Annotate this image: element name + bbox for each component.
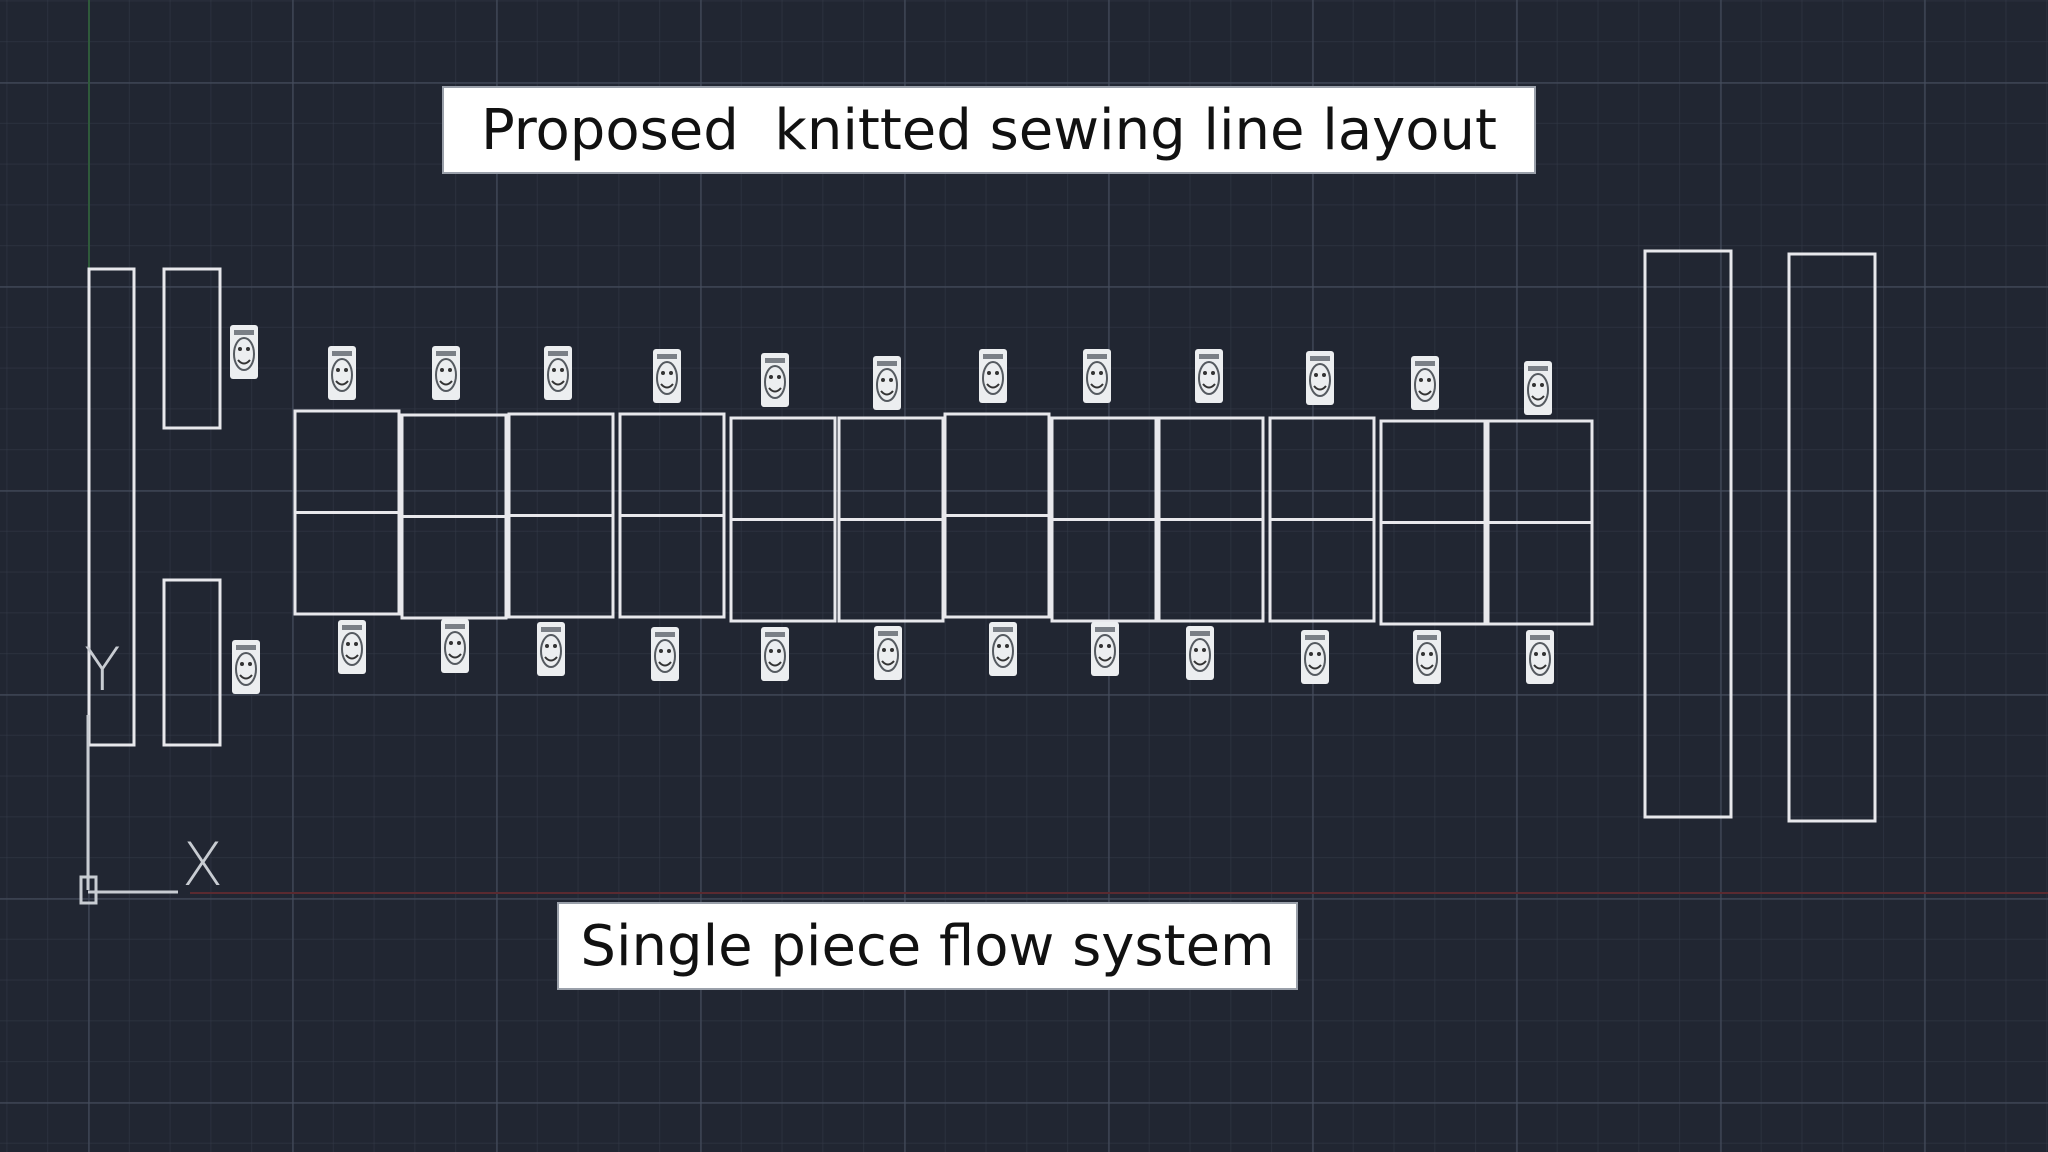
smiley-face-icon bbox=[1195, 349, 1223, 403]
smiley-face-icon bbox=[1306, 351, 1334, 405]
smiley-face-icon bbox=[328, 346, 356, 400]
smiley-face-icon bbox=[1301, 630, 1329, 684]
ucs-icon bbox=[79, 715, 178, 905]
smiley-face-icon bbox=[873, 356, 901, 410]
input-rack-left bbox=[87, 267, 136, 747]
model-x-axis-line bbox=[190, 892, 2048, 894]
smiley-face-icon bbox=[338, 620, 366, 674]
smiley-face-icon bbox=[432, 346, 460, 400]
smiley-face-icon bbox=[1083, 349, 1111, 403]
smiley-face-icon bbox=[989, 622, 1017, 676]
smiley-face-icon bbox=[761, 353, 789, 407]
layout-title: Proposed knitted sewing line layout bbox=[442, 86, 1536, 174]
smiley-face-icon bbox=[979, 349, 1007, 403]
smiley-face-icon bbox=[1091, 622, 1119, 676]
smiley-face-icon bbox=[1413, 630, 1441, 684]
smiley-face-icon bbox=[544, 346, 572, 400]
input-table-bottom bbox=[162, 578, 222, 747]
smiley-face-icon bbox=[653, 349, 681, 403]
smiley-face-icon bbox=[230, 325, 258, 379]
smiley-face-icon bbox=[1186, 626, 1214, 680]
smiley-face-icon bbox=[1524, 361, 1552, 415]
smiley-face-icon bbox=[874, 626, 902, 680]
smiley-face-icon bbox=[441, 619, 469, 673]
smiley-face-icon bbox=[1526, 630, 1554, 684]
smiley-face-icon bbox=[761, 627, 789, 681]
smiley-face-icon bbox=[1411, 356, 1439, 410]
ucs-x-label: X bbox=[182, 830, 224, 900]
smiley-face-icon bbox=[651, 627, 679, 681]
smiley-face-icon bbox=[232, 640, 260, 694]
model-y-axis-line bbox=[88, 0, 90, 270]
output-rack-1 bbox=[1643, 249, 1733, 819]
ucs-y-label: Y bbox=[84, 635, 121, 705]
layout-subtitle: Single piece flow system bbox=[557, 902, 1298, 990]
output-rack-2 bbox=[1787, 252, 1877, 823]
smiley-face-icon bbox=[537, 622, 565, 676]
input-table-top bbox=[162, 267, 222, 430]
